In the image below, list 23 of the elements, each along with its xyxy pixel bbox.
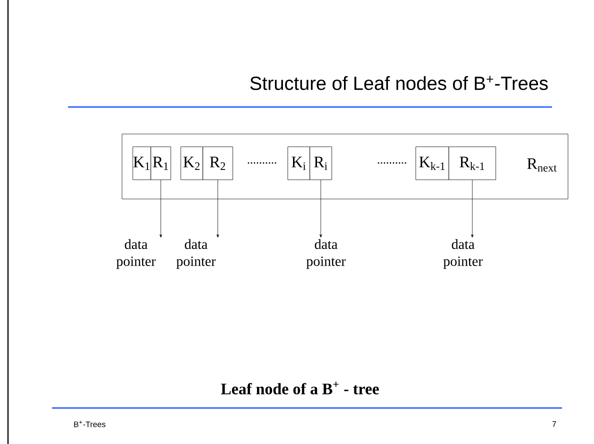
page-number: 7 bbox=[552, 421, 556, 427]
pointer-cell: R$_{i}$ bbox=[310, 146, 332, 180]
arrow bbox=[320, 180, 322, 238]
pointer-label: data pointer bbox=[306, 239, 346, 269]
arrow bbox=[160, 180, 162, 238]
arrow bbox=[216, 180, 220, 238]
footer-text: B$^{+}$-Trees bbox=[74, 420, 106, 428]
pointer-cell: R$_{2}$ bbox=[202, 146, 233, 180]
key-cell: K$_{2}$ bbox=[180, 146, 203, 180]
pointer-cell: R$_{k-1}$ bbox=[448, 146, 496, 180]
pointer-label: data pointer bbox=[443, 239, 483, 269]
key-cell: K$_{i}$ bbox=[288, 146, 310, 180]
caption: Leaf node of a B$^{+}$ - tree bbox=[221, 382, 379, 394]
key-cell: K$_{k-1}$ bbox=[416, 146, 449, 180]
arrow bbox=[471, 180, 474, 238]
pointer-label: data pointer bbox=[176, 239, 216, 269]
pointer-label: data pointer bbox=[116, 239, 156, 269]
key-cell: K$_{1}$ bbox=[132, 146, 151, 180]
pointer-name: R$_{next}$ bbox=[527, 158, 557, 172]
leaf-node-box bbox=[122, 134, 568, 200]
ellipsis: .......... bbox=[248, 162, 276, 164]
pointer-cell: R$_{1}$ bbox=[150, 146, 171, 180]
title: Structure of Leaf nodes of B$^{+}$-Trees bbox=[250, 76, 548, 90]
